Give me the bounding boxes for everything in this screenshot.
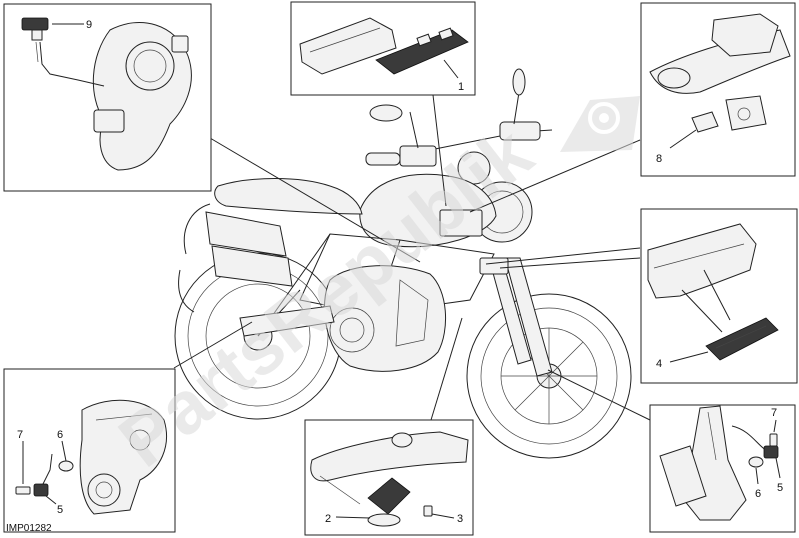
front-bolt-icon <box>769 433 778 447</box>
drawing-code: IMP01282 <box>6 523 52 534</box>
rear-speed-sensor-icon <box>33 453 53 497</box>
callout-regulator: 4 <box>656 358 662 370</box>
callout-front-speed-sensor: 5 <box>777 482 783 494</box>
horn-icon <box>367 477 411 527</box>
callout-rear-speed-sensor: 5 <box>57 504 63 516</box>
detail-box-ecu <box>290 1 476 96</box>
rear-washer-icon <box>58 460 74 472</box>
detail-box-front-sensor <box>649 404 796 533</box>
callout-horn-bolt: 3 <box>457 513 463 525</box>
callout-ecu: 1 <box>458 81 464 93</box>
rear-bolt-icon <box>15 486 31 495</box>
switch-icon <box>691 111 719 133</box>
detail-box-side-stand-switch <box>640 2 796 177</box>
callout-sensor-top: 9 <box>86 19 92 31</box>
regulator-icon <box>705 317 779 361</box>
callout-rear-washer: 6 <box>57 429 63 441</box>
detail-box-sensor <box>3 3 212 192</box>
watermark-gear-icon <box>560 96 640 152</box>
detail-box-rear-sensor <box>3 368 176 533</box>
motorcycle-illustration <box>174 68 632 459</box>
horn-bolt-icon <box>423 505 433 517</box>
detail-box-horn <box>304 419 474 536</box>
leader-lines <box>173 94 651 421</box>
callout-horn: 2 <box>325 513 331 525</box>
front-washer-icon <box>748 456 764 468</box>
front-speed-sensor-icon <box>731 425 779 459</box>
detail-box-regulator <box>640 208 798 384</box>
sensor-icon <box>21 17 105 87</box>
callout-front-washer: 6 <box>755 488 761 500</box>
callout-side-stand-switch: 8 <box>656 153 662 165</box>
ecu-icon <box>375 27 469 75</box>
callout-front-bolt: 7 <box>771 407 777 419</box>
callout-rear-bolt: 7 <box>17 429 23 441</box>
